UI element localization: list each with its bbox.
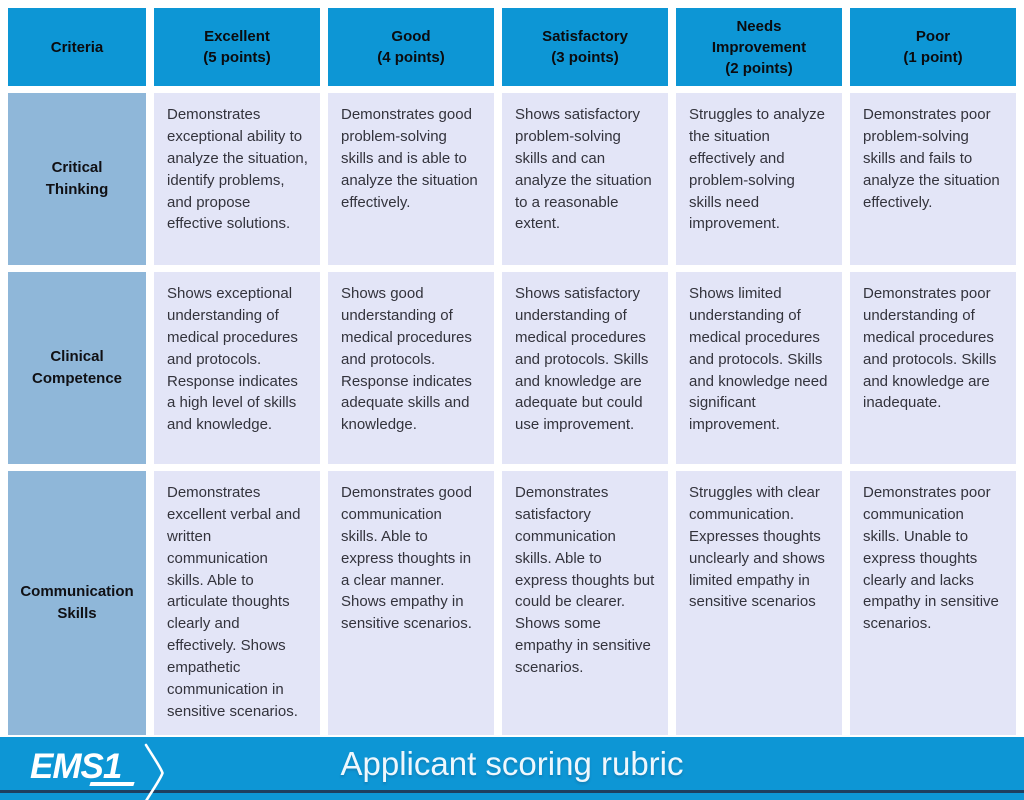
- row-header-critical-thinking: Critical Thinking: [8, 93, 146, 265]
- logo-chevron-icon: [144, 743, 164, 800]
- cell-communication-skills-good: Demonstrates good communication skills. …: [328, 471, 494, 735]
- column-header-good: Good (4 points): [328, 8, 494, 86]
- cell-clinical-competence-satisfactory: Shows satisfactory understanding of medi…: [502, 272, 668, 464]
- column-header-needs-improvement: Needs Improvement (2 points): [676, 8, 842, 86]
- column-header-poor: Poor (1 point): [850, 8, 1016, 86]
- cell-critical-thinking-needs-improvement: Struggles to analyze the situation effec…: [676, 93, 842, 265]
- cell-critical-thinking-satisfactory: Shows satisfactory problem-solving skill…: [502, 93, 668, 265]
- cell-communication-skills-satisfactory: Demonstrates satisfactory communication …: [502, 471, 668, 735]
- row-header-clinical-competence: Clinical Competence: [8, 272, 146, 464]
- cell-critical-thinking-excellent: Demonstrates exceptional ability to anal…: [154, 93, 320, 265]
- cell-critical-thinking-good: Demonstrates good problem-solving skills…: [328, 93, 494, 265]
- cell-communication-skills-excellent: Demonstrates excellent verbal and writte…: [154, 471, 320, 735]
- ems1-logo: EMS1: [30, 743, 164, 800]
- row-header-communication-skills: Communication Skills: [8, 471, 146, 735]
- cell-clinical-competence-needs-improvement: Shows limited understanding of medical p…: [676, 272, 842, 464]
- ems1-logo-text: EMS1: [30, 747, 122, 786]
- cell-communication-skills-needs-improvement: Struggles with clear communication. Expr…: [676, 471, 842, 735]
- ems1-logo-underline: [89, 782, 135, 786]
- cell-communication-skills-poor: Demonstrates poor communication skills. …: [850, 471, 1016, 735]
- rubric-table: Criteria Excellent (5 points) Good (4 po…: [8, 8, 1016, 735]
- footer-banner: EMS1 Applicant scoring rubric: [0, 737, 1024, 800]
- cell-clinical-competence-excellent: Shows exceptional understanding of medic…: [154, 272, 320, 464]
- column-header-satisfactory: Satisfactory (3 points): [502, 8, 668, 86]
- footer-divider-line: [0, 790, 1024, 793]
- page-title: Applicant scoring rubric: [340, 745, 684, 782]
- column-header-excellent: Excellent (5 points): [154, 8, 320, 86]
- cell-clinical-competence-good: Shows good understanding of medical proc…: [328, 272, 494, 464]
- cell-clinical-competence-poor: Demonstrates poor understanding of medic…: [850, 272, 1016, 464]
- column-header-criteria: Criteria: [8, 8, 146, 86]
- rubric-table-wrap: Criteria Excellent (5 points) Good (4 po…: [8, 8, 1016, 735]
- cell-critical-thinking-poor: Demonstrates poor problem-solving skills…: [850, 93, 1016, 265]
